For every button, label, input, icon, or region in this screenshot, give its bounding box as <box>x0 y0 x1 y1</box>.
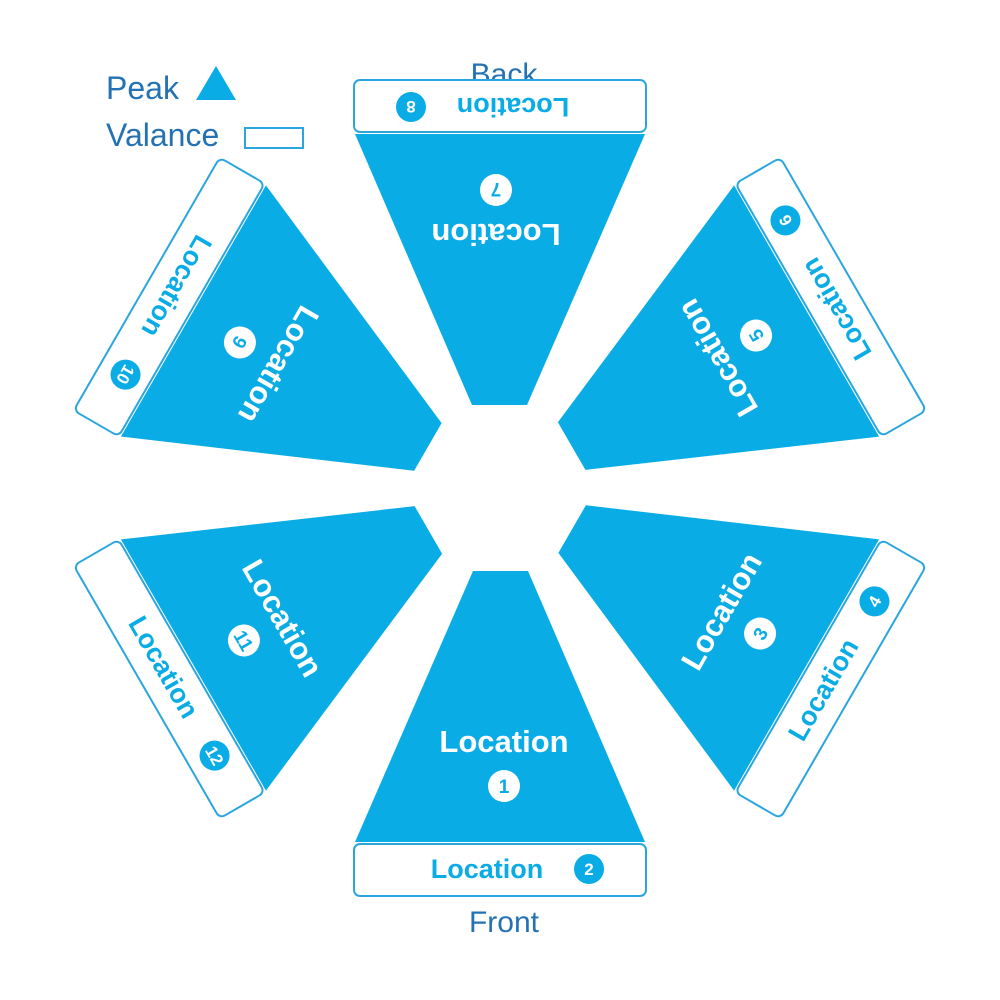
peak-number-badge <box>223 326 256 359</box>
peak-shape <box>120 506 443 791</box>
legend: Peak Valance <box>106 66 304 153</box>
peak-number-badge <box>480 174 512 206</box>
peak-number-badge <box>744 617 777 650</box>
valance-number-badge <box>110 359 141 390</box>
valance-shape <box>353 843 647 897</box>
valance-label: Location <box>457 92 570 122</box>
valance-number-badge <box>859 586 890 617</box>
front-label: Front <box>469 906 540 939</box>
peak-shape <box>558 505 880 791</box>
peak-number-badge <box>227 624 260 657</box>
peak-legend-icon <box>196 66 236 100</box>
legend-valance-label: Valance <box>106 117 219 153</box>
peak-shape <box>355 134 645 405</box>
valance-number: 2 <box>584 860 593 879</box>
peak-label: Location <box>431 217 560 252</box>
peak-number: 7 <box>491 178 502 199</box>
peak-shape <box>120 185 442 471</box>
peak-number-badge <box>488 770 520 802</box>
valance-number-badge <box>574 854 604 884</box>
peak-label: Location <box>439 724 568 759</box>
valance-shape <box>353 79 647 133</box>
peak-shape <box>355 571 645 842</box>
peak-number-badge <box>740 319 773 352</box>
valance-number: 8 <box>406 97 415 116</box>
legend-peak-label: Peak <box>106 70 180 106</box>
peak-shape <box>557 185 880 470</box>
valance-number-badge <box>770 205 801 236</box>
valance-label: Location <box>431 854 544 884</box>
peak-number: 1 <box>499 777 510 798</box>
valance-number-badge <box>396 92 426 122</box>
valance-number-badge <box>199 740 230 771</box>
valance-legend-icon <box>244 127 304 149</box>
